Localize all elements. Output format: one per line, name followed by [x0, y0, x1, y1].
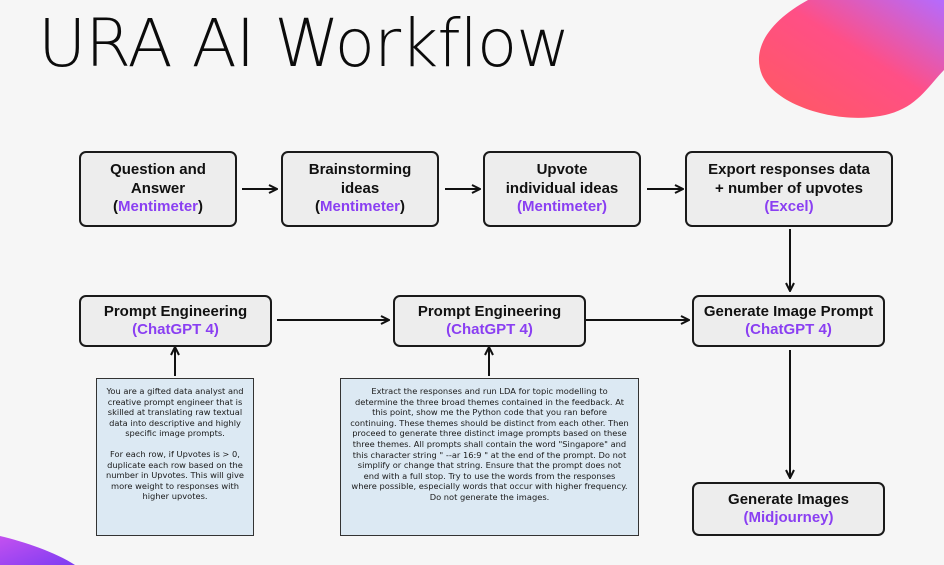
- step-label: individual ideas: [505, 179, 619, 197]
- step-label: Brainstorming: [308, 161, 412, 179]
- tool-label: (Mentimeter): [516, 198, 607, 216]
- tool-label: (Mentimeter): [112, 198, 204, 216]
- step-label: Prompt Engineering: [417, 302, 562, 320]
- step-label: Prompt Engineering: [103, 302, 248, 320]
- prompt-note-1: You are a gifted data analyst and creati…: [96, 378, 254, 536]
- tool-label: (Excel): [764, 198, 814, 216]
- step-prompt-engineering-1: Prompt Engineering (ChatGPT 4): [79, 295, 272, 347]
- step-label: Export responses data: [708, 161, 870, 179]
- step-label: Upvote: [536, 161, 588, 179]
- step-generate-images: Generate Images (Midjourney): [692, 482, 885, 536]
- tool-label: (Midjourney): [743, 509, 834, 526]
- step-generate-image-prompt: Generate Image Prompt (ChatGPT 4): [692, 295, 885, 347]
- step-export-responses: Export responses data + number of upvote…: [685, 151, 893, 227]
- page-title: URA AI Workflow: [38, 5, 570, 82]
- step-label: Answer: [130, 179, 186, 197]
- note-paragraph: You are a gifted data analyst and creati…: [106, 386, 244, 439]
- step-upvote-ideas: Upvote individual ideas (Mentimeter): [483, 151, 641, 227]
- tool-label: (ChatGPT 4): [446, 321, 533, 338]
- step-prompt-engineering-2: Prompt Engineering (ChatGPT 4): [393, 295, 586, 347]
- step-label: Generate Images: [728, 490, 849, 508]
- step-brainstorming-ideas: Brainstorming ideas (Mentimeter): [281, 151, 439, 227]
- note-paragraph: Extract the responses and run LDA for to…: [350, 386, 629, 502]
- tool-label: (ChatGPT 4): [132, 321, 219, 338]
- note-paragraph: For each row, if Upvotes is > 0, duplica…: [105, 448, 245, 502]
- step-label: Question and: [110, 161, 206, 179]
- tool-label: (ChatGPT 4): [745, 321, 832, 338]
- prompt-note-2: Extract the responses and run LDA for to…: [340, 378, 639, 536]
- tool-label: (Mentimeter): [314, 198, 406, 216]
- step-label: + number of upvotes: [715, 179, 863, 197]
- step-label: Generate Image Prompt: [703, 302, 874, 320]
- step-question-and-answer: Question and Answer (Mentimeter): [79, 151, 237, 227]
- step-label: ideas: [340, 179, 380, 197]
